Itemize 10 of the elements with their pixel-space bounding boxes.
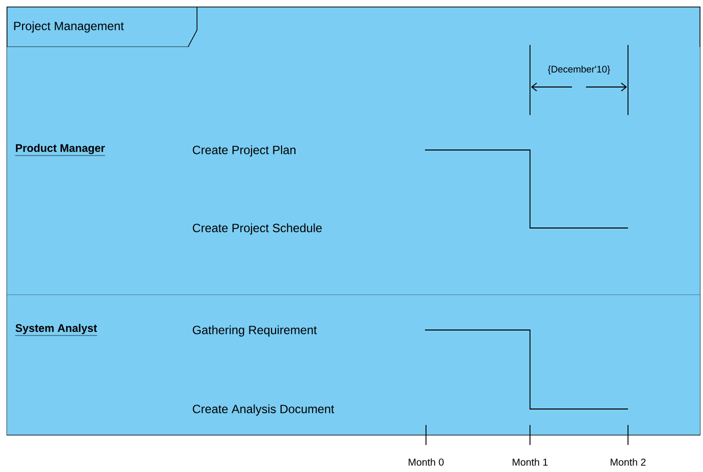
state-label: Create Project Schedule [192, 223, 322, 235]
tick-label: Month 2 [610, 458, 646, 466]
constraint-label: {December'10} [548, 66, 610, 74]
state-label: Gathering Requirement [192, 325, 317, 337]
state-label: Create Project Plan [192, 145, 296, 157]
node-label: Product Manager [16, 144, 105, 154]
state-label: Create Analysis Document [192, 404, 334, 416]
tick-label: Month 1 [512, 458, 548, 466]
node-label: System Analyst [16, 324, 97, 334]
tick-label: Month 0 [408, 458, 444, 466]
